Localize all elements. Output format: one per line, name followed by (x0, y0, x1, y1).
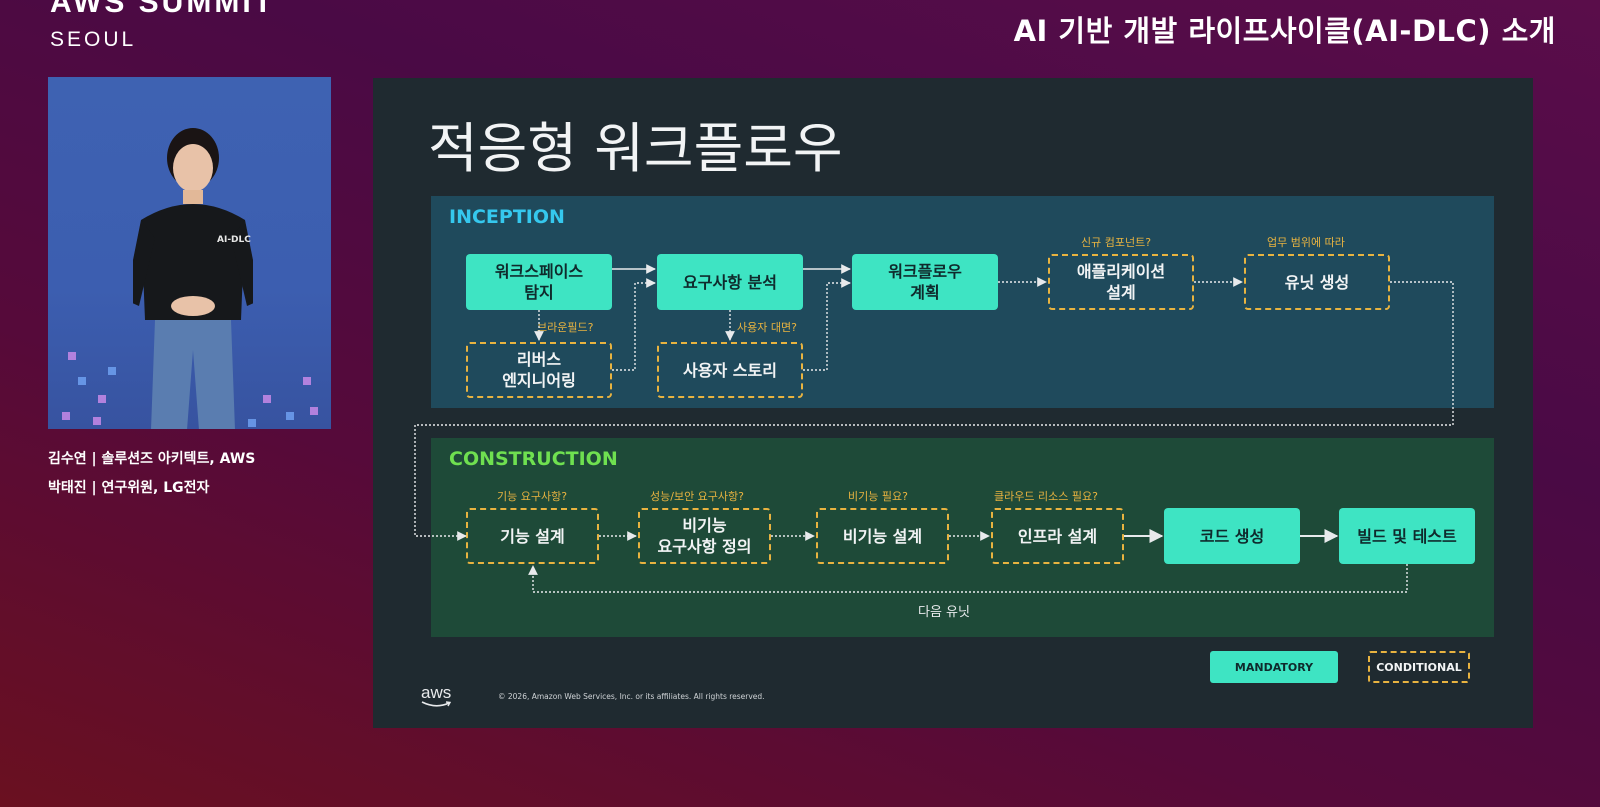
aws-logo-text: aws (421, 683, 451, 702)
arrow-next-unit-loop (533, 564, 1407, 592)
speaker-2: 박태진 | 연구위원, LG전자 (48, 474, 255, 503)
arrow-story-to-plan (803, 283, 850, 370)
flow-arrows (373, 78, 1533, 728)
speaker-figure: AI-DLC (133, 110, 253, 429)
legend-mandatory: MANDATORY (1210, 651, 1338, 683)
svg-text:AI-DLC: AI-DLC (217, 235, 251, 245)
talk-title: AI 기반 개발 라이프사이클(AI-DLC) 소개 (1014, 8, 1556, 50)
speaker-video: AI-DLC (48, 77, 331, 429)
speaker-credits: 김수연 | 솔루션즈 아키텍트, AWS 박태진 | 연구위원, LG전자 (48, 445, 255, 503)
arrow-unit-to-construction (415, 282, 1453, 536)
legend-conditional: CONDITIONAL (1368, 651, 1470, 683)
aws-smile-icon (421, 701, 451, 708)
presentation-slide: 적응형 워크플로우 INCEPTION 브라운필드? 사용자 대면? 신규 컴포… (373, 78, 1533, 728)
speaker-1: 김수연 | 솔루션즈 아키텍트, AWS (48, 445, 255, 474)
aws-logo: aws (421, 683, 451, 708)
brand-title: AWS SUMMIT (50, 0, 275, 20)
brand-city: SEOUL (50, 28, 275, 52)
arrow-reverse-to-req (612, 283, 655, 370)
aws-summit-brand: AWS SUMMIT SEOUL (50, 0, 275, 52)
copyright: © 2026, Amazon Web Services, Inc. or its… (498, 692, 765, 701)
